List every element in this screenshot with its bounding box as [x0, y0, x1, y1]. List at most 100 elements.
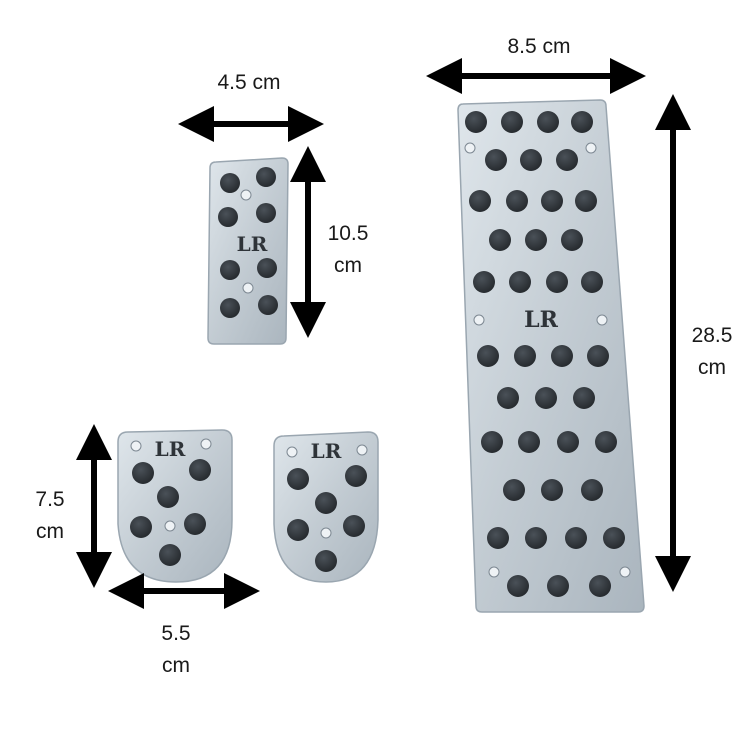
clutch-height-value: 10.5 — [327, 222, 369, 245]
brake-width-value: 5.5 — [161, 622, 191, 645]
screw-hole — [464, 142, 476, 154]
screw-hole — [164, 520, 176, 532]
rubber-stud — [551, 345, 573, 367]
rubber-stud — [565, 527, 587, 549]
rubber-stud — [541, 479, 563, 501]
rubber-stud — [132, 462, 154, 484]
rubber-stud — [587, 345, 609, 367]
brake-width-unit: cm — [162, 654, 190, 677]
rubber-stud — [258, 295, 278, 315]
rubber-stud — [581, 479, 603, 501]
clutch-height-label: 10.5 cm — [318, 218, 378, 282]
rubber-stud — [315, 550, 337, 572]
screw-hole — [619, 566, 631, 578]
rubber-stud — [501, 111, 523, 133]
rubber-stud — [489, 229, 511, 251]
rubber-stud — [537, 111, 559, 133]
accelerator-pedal: LR — [273, 431, 379, 583]
rubber-stud — [220, 173, 240, 193]
footrest-logo: LR — [524, 307, 558, 333]
rubber-stud — [315, 492, 337, 514]
rubber-stud — [535, 387, 557, 409]
rubber-stud — [518, 431, 540, 453]
clutch-width-label: 4.5 cm — [204, 67, 294, 99]
rubber-stud — [575, 190, 597, 212]
screw-hole — [130, 440, 142, 452]
rubber-stud — [520, 149, 542, 171]
clutch-logo: LR — [237, 232, 268, 256]
rubber-stud — [546, 271, 568, 293]
brake-logo: LR — [155, 437, 186, 461]
rubber-stud — [571, 111, 593, 133]
rubber-stud — [573, 387, 595, 409]
rubber-stud — [525, 527, 547, 549]
rubber-stud — [287, 468, 309, 490]
screw-hole — [200, 438, 212, 450]
brake-height-value: 7.5 — [35, 488, 65, 511]
rubber-stud — [220, 260, 240, 280]
rubber-stud — [589, 575, 611, 597]
clutch-width-unit: cm — [252, 71, 281, 94]
clutch-studs — [218, 167, 278, 318]
screw-hole — [242, 282, 254, 294]
rubber-stud — [497, 387, 519, 409]
rubber-stud — [257, 258, 277, 278]
rubber-stud — [345, 465, 367, 487]
screw-hole — [286, 446, 298, 458]
screw-hole — [356, 444, 368, 456]
rubber-stud — [256, 203, 276, 223]
rubber-stud — [485, 149, 507, 171]
rubber-stud — [184, 513, 206, 535]
rubber-stud — [287, 519, 309, 541]
rubber-stud — [557, 431, 579, 453]
rubber-stud — [514, 345, 536, 367]
footrest-height-unit: cm — [698, 356, 726, 379]
rubber-stud — [465, 111, 487, 133]
accelerator-logo: LR — [311, 439, 342, 463]
screw-hole — [596, 314, 608, 326]
rubber-stud — [256, 167, 276, 187]
rubber-stud — [157, 486, 179, 508]
footrest-height-value: 28.5 — [691, 324, 733, 347]
rubber-stud — [473, 271, 495, 293]
rubber-stud — [581, 271, 603, 293]
rubber-stud — [487, 527, 509, 549]
footrest-pedal: LR — [457, 99, 645, 613]
rubber-stud — [525, 229, 547, 251]
screw-hole — [320, 527, 332, 539]
clutch-width-value: 4.5 — [217, 71, 247, 94]
rubber-stud — [481, 431, 503, 453]
rubber-stud — [507, 575, 529, 597]
clutch-pedal: LR — [207, 157, 289, 345]
rubber-stud — [541, 190, 563, 212]
rubber-stud — [556, 149, 578, 171]
rubber-stud — [603, 527, 625, 549]
rubber-stud — [477, 345, 499, 367]
rubber-stud — [595, 431, 617, 453]
footrest-width-value: 8.5 — [507, 35, 537, 58]
rubber-stud — [159, 544, 181, 566]
rubber-stud — [189, 459, 211, 481]
rubber-stud — [561, 229, 583, 251]
screw-hole — [585, 142, 597, 154]
rubber-stud — [130, 516, 152, 538]
rubber-stud — [503, 479, 525, 501]
clutch-height-unit: cm — [334, 254, 362, 277]
screw-hole — [488, 566, 500, 578]
footrest-studs — [464, 111, 631, 597]
rubber-stud — [220, 298, 240, 318]
screw-hole — [240, 189, 252, 201]
brake-width-label: 5.5 cm — [146, 618, 206, 682]
rubber-stud — [509, 271, 531, 293]
footrest-height-label: 28.5 cm — [682, 320, 742, 384]
rubber-stud — [506, 190, 528, 212]
brake-height-unit: cm — [36, 520, 64, 543]
brake-height-label: 7.5 cm — [20, 484, 80, 548]
rubber-stud — [218, 207, 238, 227]
accelerator-studs — [286, 444, 368, 572]
rubber-stud — [343, 515, 365, 537]
rubber-stud — [547, 575, 569, 597]
brake-pedal: LR — [117, 429, 233, 583]
brake-studs — [130, 438, 212, 566]
